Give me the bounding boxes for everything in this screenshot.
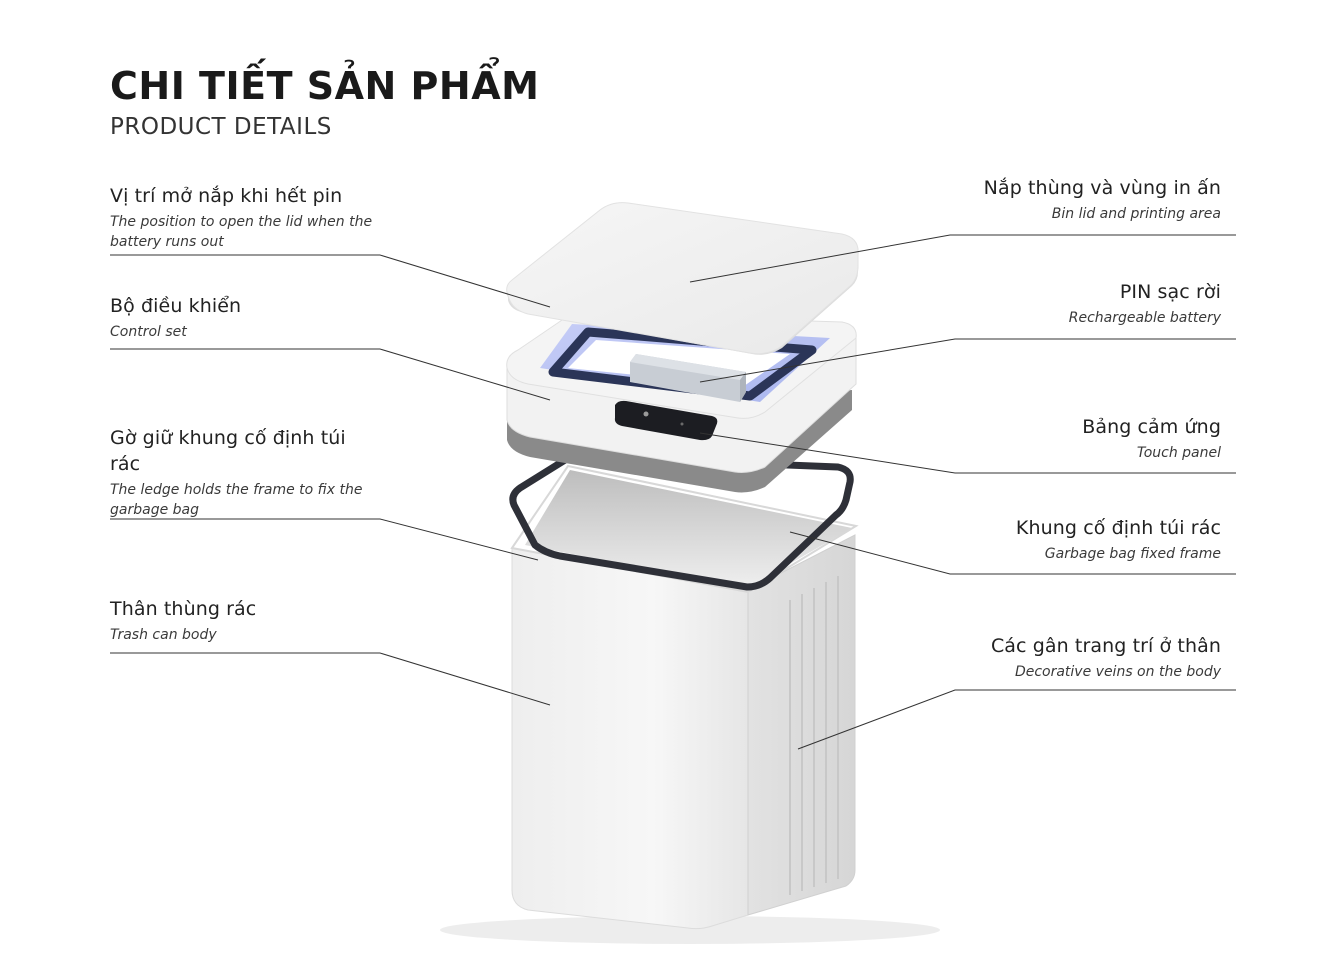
callout-frame-subtitle: Garbage bag fixed frame	[1044, 546, 1221, 562]
callout-control-set-subtitle: Control set	[110, 324, 187, 340]
trash-can-body	[510, 464, 859, 930]
callout-ledge-title: Gờ giữ khung cố định túi rác	[110, 427, 346, 475]
callout-body-subtitle: Trash can body	[110, 627, 217, 643]
callout-lid: Nắp thùng và vùng in ấn Bin lid and prin…	[984, 175, 1221, 224]
decorative-veins	[789, 576, 839, 895]
header: CHI TIẾT SẢN PHẨM PRODUCT DETAILS	[110, 62, 539, 142]
callout-touch-title: Bảng cảm ứng	[1082, 416, 1221, 438]
callout-frame: Khung cố định túi rác Garbage bag fixed …	[1016, 515, 1221, 564]
callout-touch-subtitle: Touch panel	[1136, 445, 1221, 461]
callout-body-title: Thân thùng rác	[110, 598, 257, 620]
callout-battery-open-title: Vị trí mở nắp khi hết pin	[110, 185, 343, 207]
leader-lines	[110, 234, 1236, 750]
page-title: CHI TIẾT SẢN PHẨM	[110, 64, 540, 108]
callout-frame-title: Khung cố định túi rác	[1015, 517, 1221, 539]
page-subtitle: PRODUCT DETAILS	[110, 114, 332, 140]
leader-line-body	[110, 652, 551, 706]
leader-line-veins	[797, 689, 1236, 750]
callout-battery-open-subtitle: The position to open the lid when the ba…	[110, 214, 373, 250]
touch-panel-power-dot	[643, 411, 649, 417]
callout-pin-subtitle: Rechargeable battery	[1068, 310, 1221, 326]
callout-veins: Các gân trang trí ở thân Decorative vein…	[991, 633, 1221, 682]
rechargeable-battery	[630, 354, 746, 402]
callout-touch: Bảng cảm ứng Touch panel	[1082, 414, 1221, 463]
leader-line-battery-open	[110, 254, 551, 308]
body-front-face	[511, 547, 749, 930]
bin-lid	[506, 202, 859, 355]
leader-line-ledge	[110, 518, 539, 561]
touch-panel-dot	[680, 422, 684, 426]
leader-line-lid	[689, 234, 1236, 283]
callout-control-set: Bộ điều khiển Control set	[110, 293, 241, 342]
callout-control-set-title: Bộ điều khiển	[110, 295, 242, 317]
callout-pin-title: PIN sạc rời	[1119, 281, 1221, 303]
floor-shadow	[440, 916, 940, 944]
bin-lid-top	[506, 202, 859, 355]
leader-line-touch	[699, 432, 1236, 474]
callout-lid-subtitle: Bin lid and printing area	[1051, 206, 1221, 222]
callout-pin: PIN sạc rời Rechargeable battery	[1069, 279, 1221, 328]
callout-lid-title: Nắp thùng và vùng in ấn	[983, 177, 1221, 199]
touch-panel	[614, 400, 718, 441]
callout-ledge-subtitle: The ledge holds the frame to fix the gar…	[110, 482, 363, 518]
leader-line-frame	[789, 531, 1236, 575]
callout-veins-title: Các gân trang trí ở thân	[990, 635, 1221, 657]
leader-line-pin	[699, 338, 1236, 383]
body-interior	[525, 470, 852, 588]
callout-ledge: Gờ giữ khung cố định túi rác The ledge h…	[110, 425, 380, 520]
callout-battery-open: Vị trí mở nắp khi hết pin The position t…	[110, 183, 400, 252]
callout-veins-subtitle: Decorative veins on the body	[1014, 664, 1221, 680]
callout-body: Thân thùng rác Trash can body	[110, 596, 256, 645]
leader-line-control-set	[110, 348, 551, 401]
